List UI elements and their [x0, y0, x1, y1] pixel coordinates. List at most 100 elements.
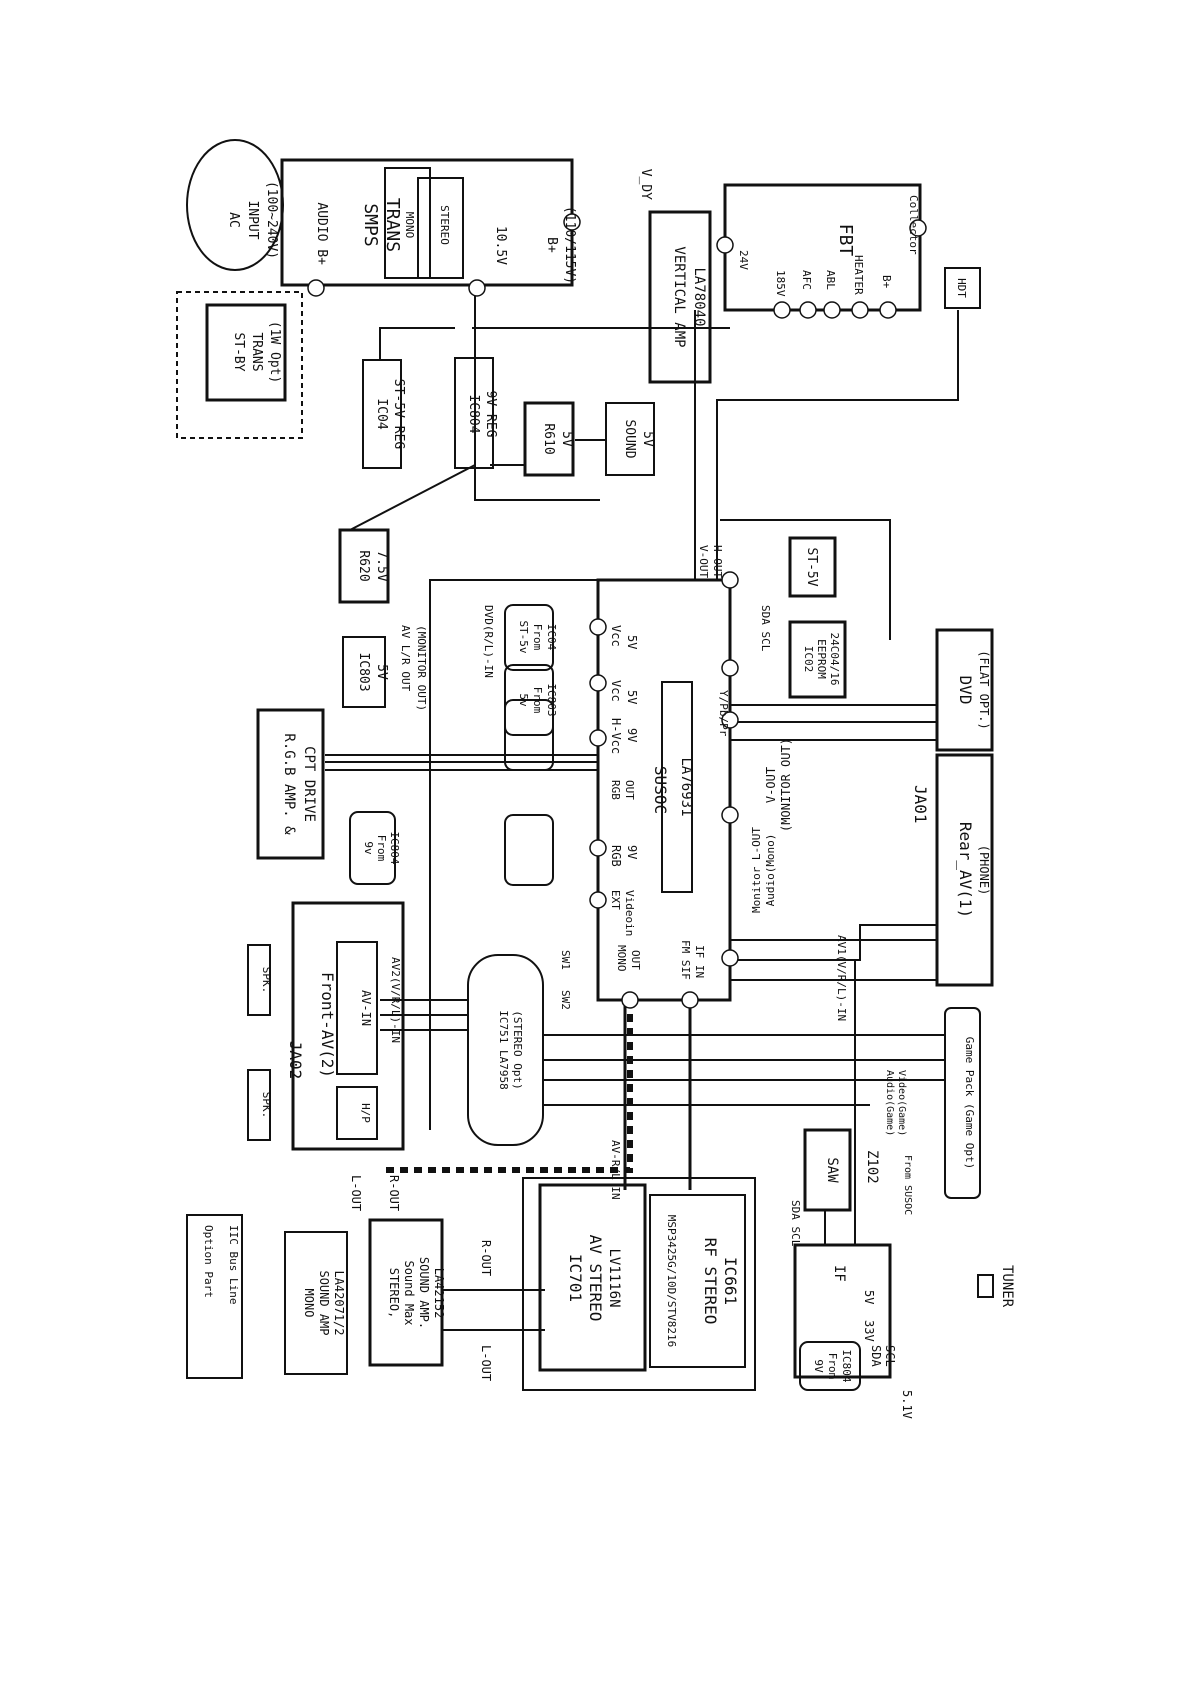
- saw-lines: [730, 959, 856, 1245]
- hdt-label: HDT: [955, 278, 968, 298]
- if-from-from: From: [826, 1353, 839, 1380]
- z102-label: Z102: [864, 1150, 880, 1184]
- stby-label: ST-BY: [231, 332, 246, 371]
- r620-label-2: 7.5V: [374, 550, 389, 581]
- ic02-label-2: EEPROM: [815, 639, 828, 679]
- dvd-flat-label: (FLAT OPT.): [977, 650, 991, 729]
- hvcc-9v: 9V: [625, 728, 639, 742]
- 9v-from-ic804-2: [504, 814, 554, 886]
- hp-box: [336, 1086, 378, 1140]
- v-out-monitor-label: V-OUT: [764, 767, 778, 803]
- ic751-label: IC751 LA7958: [497, 1010, 510, 1089]
- av2-in-label: AV2(V/R/L)-IN: [389, 957, 402, 1043]
- av1-lines: [730, 924, 937, 981]
- audio-game-label: Audio(Game): [884, 1070, 895, 1136]
- stby-box: [205, 303, 287, 402]
- susoc-label: SUSOC: [651, 766, 670, 814]
- vdy-label: V_DY: [638, 169, 653, 200]
- stby-dashed: [176, 291, 303, 439]
- ic701-lv: LV1116N: [606, 1248, 622, 1307]
- ic661-box: [649, 1194, 746, 1368]
- r620-box: [338, 528, 390, 604]
- fbt-label: FBT: [835, 224, 856, 257]
- vcc-5v-2: 5V: [625, 690, 639, 704]
- smps-label: SMPS: [360, 203, 381, 246]
- dvd-label: DVD: [956, 676, 975, 705]
- v-out-label: V-OUT: [697, 545, 710, 578]
- r610-box: [523, 401, 575, 477]
- sw1-label: SW1: [559, 950, 572, 970]
- rgb-amp-label: R.G.B AMP. &: [281, 733, 297, 835]
- ypbpr-label: Y/Pb/Pr: [717, 690, 730, 737]
- if-box: [793, 1243, 892, 1379]
- ic803-box: [342, 636, 386, 708]
- ic04-label-2: ST-5V REG: [391, 379, 406, 450]
- spk-bottom: [247, 1069, 271, 1141]
- stereo-amp-box: [368, 1218, 444, 1367]
- st5v-from-label: ST-5v: [517, 620, 530, 653]
- vcc-5v: 5V: [625, 635, 639, 649]
- av-in-label: AV-IN: [359, 990, 373, 1026]
- ic701-av-stereo: AV STEREO: [586, 1235, 605, 1322]
- sound-label-2: 5V: [640, 431, 655, 447]
- v5-from-label: 5v: [517, 693, 530, 707]
- vert-amp-label-2: LA78040: [691, 267, 707, 326]
- monitor-lout-label: Monitor L-OUT: [750, 827, 763, 913]
- ic661-msp: MSP3425G/10D/STV8216: [665, 1215, 678, 1347]
- mono-amp-label: MONO: [302, 1289, 316, 1318]
- videoin-label: Videoin: [623, 890, 636, 936]
- stereo-amp-label-2: Sound Max: [402, 1260, 416, 1325]
- from-susoc-label: From SUSOC: [902, 1155, 913, 1215]
- rgb-9v-label: RGB: [609, 845, 623, 867]
- from-ic804-from: From: [375, 835, 388, 862]
- audio-mono-label: Audio(Mono): [764, 834, 777, 907]
- legend-option: Option Part: [202, 1225, 215, 1298]
- mono-amp-label-3: LA42071/2: [332, 1270, 346, 1335]
- if-lines: [623, 1000, 692, 1190]
- vcc-label-2: Vcc: [609, 680, 623, 702]
- r-out-label: R-OUT: [479, 1240, 493, 1276]
- sda-scl-if-label: SDA SCL: [789, 1200, 802, 1247]
- la76931-label: LA76931: [678, 757, 694, 816]
- from-ic804-9v: 9v: [362, 841, 375, 855]
- st5v-label: ST-5V: [804, 547, 819, 586]
- legend-iic: IIC Bus Line: [227, 1225, 240, 1304]
- rgb-amp-box: [256, 708, 325, 860]
- fbt-pin-185v: 185V: [774, 270, 787, 297]
- rear-av-box: [935, 753, 994, 987]
- v10-5-label: 10.5V: [493, 226, 508, 265]
- tuner-label: TUNER: [999, 1265, 1015, 1308]
- ja02-label: JA02: [286, 1041, 305, 1080]
- dvd-lines: [720, 519, 937, 741]
- spk-top: [247, 944, 271, 1016]
- ic751-stereo: (STEREO Opt): [511, 1010, 524, 1089]
- spk-bottom-label: SPK.: [260, 1092, 273, 1119]
- ic04-label: IC04: [374, 398, 389, 429]
- stereo-trans-box: [417, 177, 464, 279]
- spk-top-label: SPK.: [260, 967, 273, 994]
- mono-out-dashed: [380, 1000, 633, 1173]
- mono-amp-box: [284, 1231, 348, 1375]
- legend-box: [186, 1214, 243, 1379]
- ic04-box: [362, 359, 402, 469]
- if-from-ic: IC804: [840, 1349, 853, 1382]
- av-lr-out-label: AV L/R OUT: [399, 625, 412, 692]
- stereo-amp-label: STEREO,: [387, 1268, 401, 1319]
- st5v-box: [788, 536, 837, 598]
- if-sda: SDA: [869, 1345, 883, 1367]
- rgb-lines: [325, 754, 598, 771]
- if-label: IF: [831, 1265, 847, 1282]
- 5v-from-ic803: [504, 664, 554, 736]
- ic701-label: IC701: [566, 1254, 585, 1302]
- power-lines: [349, 280, 959, 1130]
- game-lines: [543, 1034, 945, 1106]
- v51-label: 5.1V: [900, 1390, 914, 1419]
- hdt-box: [944, 267, 981, 309]
- rgb-9v-value: 9V: [625, 845, 639, 859]
- stereo-amp-label-3: SOUND AMP.: [417, 1257, 431, 1329]
- vert-amp-box: [648, 210, 712, 384]
- la76931-box: [661, 681, 693, 893]
- fbt-pin-afc: AFC: [800, 270, 813, 290]
- r610-label: R610: [541, 423, 556, 454]
